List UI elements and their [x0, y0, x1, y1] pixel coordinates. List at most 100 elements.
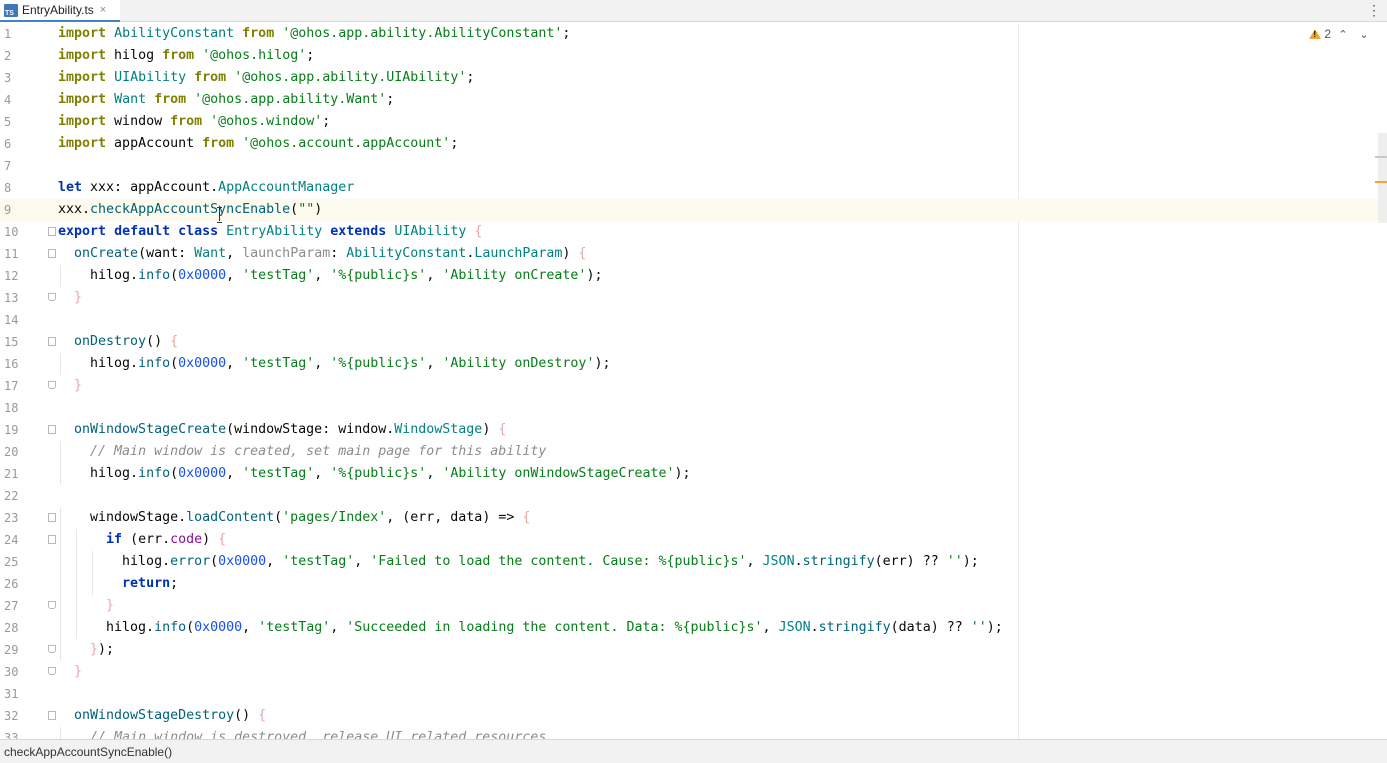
code-line[interactable]: 19 onWindowStageCreate(windowStage: wind… — [0, 419, 1380, 441]
inspections-widget[interactable]: 2 ⌃ ⌄ — [1309, 27, 1373, 41]
line-number: 9 — [4, 203, 12, 217]
indent-guide — [60, 551, 61, 573]
line-number: 2 — [4, 49, 12, 63]
code-line[interactable]: 31 — [0, 683, 1380, 705]
code-line[interactable]: 16 hilog.info(0x0000, 'testTag', '%{publ… — [0, 353, 1380, 375]
indent-guide — [60, 617, 61, 639]
fold-marker-icon[interactable] — [48, 601, 56, 609]
code-line[interactable]: 33 // Main window is destroyed, release … — [0, 727, 1380, 739]
fold-marker-icon[interactable] — [48, 337, 56, 346]
indent-guide — [60, 639, 61, 661]
indent-guide — [76, 573, 77, 595]
line-number: 5 — [4, 115, 12, 129]
code-line[interactable]: 2 import hilog from '@ohos.hilog'; — [0, 45, 1380, 67]
code-text: }); — [90, 642, 115, 657]
code-line[interactable]: 17 } — [0, 375, 1380, 397]
fold-marker-icon[interactable] — [48, 293, 56, 301]
code-text: export default class EntryAbility extend… — [58, 224, 483, 239]
code-text: // Main window is created, set main page… — [90, 444, 547, 459]
indent-guide — [60, 353, 61, 375]
code-text: hilog.info(0x0000, 'testTag', '%{public}… — [58, 268, 603, 283]
code-line[interactable]: 23 windowStage.loadContent('pages/Index'… — [0, 507, 1380, 529]
code-text: hilog.info(0x0000, 'testTag', 'Succeeded… — [58, 620, 1003, 635]
line-number: 18 — [4, 401, 19, 415]
more-vertical-icon[interactable]: ⋮ — [1367, 2, 1381, 18]
line-number: 32 — [4, 709, 19, 723]
code-line[interactable]: 21 hilog.info(0x0000, 'testTag', '%{publ… — [0, 463, 1380, 485]
chevron-up-icon[interactable]: ⌃ — [1338, 28, 1348, 41]
code-text: import hilog from '@ohos.hilog'; — [58, 48, 315, 63]
scrollbar-marker-caret — [1375, 156, 1387, 158]
warning-icon — [1309, 29, 1322, 39]
code-line[interactable]: 32 onWindowStageDestroy() { — [0, 705, 1380, 727]
tab-entryability[interactable]: TS EntryAbility.ts × — [0, 0, 120, 22]
warning-count: 2 — [1324, 27, 1331, 41]
code-line[interactable]: 13 } — [0, 287, 1380, 309]
code-line[interactable]: 18 — [0, 397, 1380, 419]
code-text: hilog.info(0x0000, 'testTag', '%{public}… — [58, 356, 611, 371]
code-line[interactable]: 25 hilog.error(0x0000, 'testTag', 'Faile… — [0, 551, 1380, 573]
code-line[interactable]: 4 import Want from '@ohos.app.ability.Wan… — [0, 89, 1380, 111]
line-number: 11 — [4, 247, 19, 261]
indent-guide — [60, 573, 61, 595]
code-line[interactable]: 26 return; — [0, 573, 1380, 595]
vertical-scrollbar[interactable] — [1378, 133, 1387, 223]
line-number: 19 — [4, 423, 19, 437]
fold-marker-icon[interactable] — [48, 711, 56, 720]
fold-marker-icon[interactable] — [48, 425, 56, 434]
fold-marker-icon[interactable] — [48, 227, 56, 236]
line-number: 1 — [4, 27, 12, 41]
code-line[interactable]: 28 hilog.info(0x0000, 'testTag', 'Succee… — [0, 617, 1380, 639]
line-number: 25 — [4, 555, 19, 569]
code-text: let xxx: appAccount.AppAccountManager — [58, 180, 355, 195]
code-line[interactable]: 27 } — [0, 595, 1380, 617]
code-line[interactable]: 22 — [0, 485, 1380, 507]
code-line[interactable]: 14 — [0, 309, 1380, 331]
code-text: import Want from '@ohos.app.ability.Want… — [58, 92, 395, 107]
line-number: 4 — [4, 93, 12, 107]
chevron-down-icon[interactable]: ⌄ — [1359, 28, 1369, 41]
line-number: 27 — [4, 599, 19, 613]
line-number: 31 — [4, 687, 19, 701]
fold-marker-icon[interactable] — [48, 645, 56, 653]
fold-marker-icon[interactable] — [48, 667, 56, 675]
indent-guide — [92, 551, 93, 573]
code-line[interactable]: 11 onCreate(want: Want, launchParam: Abi… — [0, 243, 1380, 265]
line-number: 8 — [4, 181, 12, 195]
code-text: } — [106, 598, 115, 613]
line-number: 14 — [4, 313, 19, 327]
code-line[interactable]: 12 hilog.info(0x0000, 'testTag', '%{publ… — [0, 265, 1380, 287]
code-text: onWindowStageDestroy() { — [74, 708, 267, 723]
code-line[interactable]: 10 export default class EntryAbility exte… — [0, 221, 1380, 243]
code-text: if (err.code) { — [106, 532, 227, 547]
status-bar-text: checkAppAccountSyncEnable() — [4, 744, 173, 759]
fold-marker-icon[interactable] — [48, 381, 56, 389]
right-margin-guide — [1018, 23, 1019, 739]
code-text: import appAccount from '@ohos.account.ap… — [58, 136, 459, 151]
code-line[interactable]: 7 — [0, 155, 1380, 177]
code-line[interactable]: 24 if (err.code) { — [0, 529, 1380, 551]
code-line[interactable]: 15 onDestroy() { — [0, 331, 1380, 353]
fold-marker-icon[interactable] — [48, 249, 56, 258]
code-line[interactable]: 29 }); — [0, 639, 1380, 661]
close-icon[interactable]: × — [99, 4, 107, 16]
line-number: 15 — [4, 335, 19, 349]
line-number: 17 — [4, 379, 19, 393]
fold-marker-icon[interactable] — [48, 535, 56, 544]
code-text: } — [74, 664, 83, 679]
indent-guide — [60, 727, 61, 739]
code-line[interactable]: 8 let xxx: appAccount.AppAccountManager — [0, 177, 1380, 199]
line-number: 16 — [4, 357, 19, 371]
code-line[interactable]: 20 // Main window is created, set main p… — [0, 441, 1380, 463]
code-text: onDestroy() { — [74, 334, 179, 349]
code-line[interactable]: 30 } — [0, 661, 1380, 683]
fold-marker-icon[interactable] — [48, 513, 56, 522]
code-text: hilog.info(0x0000, 'testTag', '%{public}… — [58, 466, 691, 481]
line-number: 10 — [4, 225, 19, 239]
